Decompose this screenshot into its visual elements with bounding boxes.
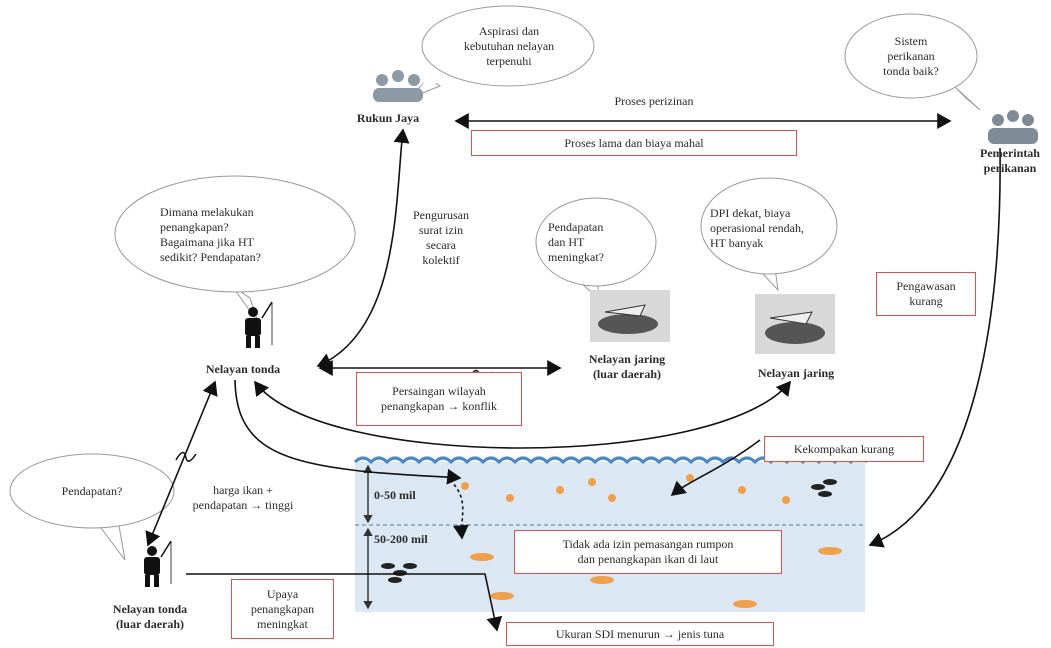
fisherman-icon xyxy=(144,540,172,587)
actor-nelayan-jaring: Nelayan jaring xyxy=(757,366,835,380)
label-proses-perizinan: Proses perizinan xyxy=(614,94,694,108)
label-harga-ikan: harga ikan + pendapatan → tinggi xyxy=(192,483,294,512)
actor-nelayan-tonda-luar: Nelayan tonda (luar daerah) xyxy=(112,602,188,631)
fish-dots xyxy=(461,474,790,504)
box-upaya: Upaya penangkapan meningkat xyxy=(231,579,334,639)
actor-nelayan-tonda: Nelayan tonda xyxy=(205,362,281,376)
actor-nelayan-jaring-luar: Nelayan jaring (luar daerah) xyxy=(588,352,666,381)
box-tidak-ada-izin: Tidak ada izin pemasangan rumpon dan pen… xyxy=(514,530,782,574)
box-kekompakan: Kekompakan kurang xyxy=(764,436,924,462)
bubble-pendapatan: Pendapatan? xyxy=(61,483,123,498)
boat-image xyxy=(755,294,835,354)
people-group-icon xyxy=(373,70,423,102)
box-pengawasan: Pengawasan kurang xyxy=(876,272,976,316)
speech-bubbles xyxy=(9,5,981,561)
label-pengurusan: Pengurusan surat izin secara kolektif xyxy=(413,208,469,267)
actor-pemerintah: Pemerintah perikanan xyxy=(980,146,1040,175)
bubble-pendapatan-ht: Pendapatan dan HT meningkat? xyxy=(548,219,604,264)
people-group-icon xyxy=(988,110,1038,144)
fish-school xyxy=(381,479,837,583)
bubble-dpi: DPI dekat, biaya operasional rendah, HT … xyxy=(710,205,804,250)
actor-rukun-jaya: Rukun Jaya xyxy=(356,111,420,125)
fisherman-icon xyxy=(245,301,273,348)
label-zone-0-50: 0-50 mil xyxy=(374,488,416,502)
box-ukuran: Ukuran SDI menurun → jenis tuna xyxy=(506,622,774,646)
bubble-dimana: Dimana melakukan penangkapan? Bagaimana … xyxy=(160,205,261,264)
bubble-aspirasi: Aspirasi dan kebutuhan nelayan terpenuhi xyxy=(463,23,555,68)
box-persaingan: Persaingan wilayah penangkapan → konflik xyxy=(356,372,522,426)
bubble-sistem: Sistem perikanan tonda baik? xyxy=(883,33,939,78)
boat-image xyxy=(590,290,670,342)
box-proses-lama: Proses lama dan biaya mahal xyxy=(471,130,797,156)
label-zone-50-200: 50-200 mil xyxy=(374,532,428,546)
